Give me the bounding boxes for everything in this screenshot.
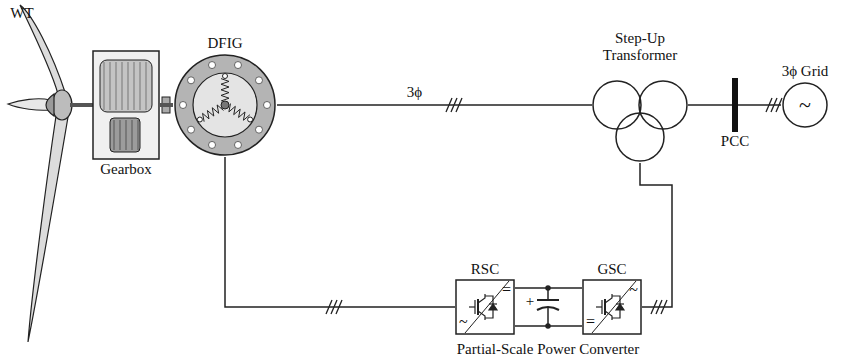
- grid-line: [688, 104, 732, 106]
- bus-bar: PCC: [721, 78, 749, 151]
- bus-bar-outline: [732, 78, 738, 132]
- converter-box-outline: ~=: [582, 279, 642, 335]
- grid-source-outline: ~: [781, 81, 829, 129]
- generator-symbol-outline: [173, 53, 277, 157]
- rotor-shaft: [70, 103, 93, 107]
- node-label: GSC: [597, 260, 626, 279]
- node-label: 3ϕ Grid: [782, 62, 829, 81]
- generator-symbol: DFIG: [173, 34, 277, 157]
- node-label: Gearbox: [100, 160, 152, 179]
- converter-box-outline: =~: [455, 279, 515, 335]
- group-caption: Partial-Scale Power Converter: [457, 341, 639, 358]
- polarity-mark: +: [526, 293, 534, 310]
- converter-symbol: ~: [629, 282, 638, 298]
- rotor-line: [225, 157, 455, 307]
- transformer-symbol: Step-Up Transformer: [592, 29, 688, 164]
- dc-link: [515, 287, 582, 289]
- edge-label: 3ϕ: [407, 84, 422, 101]
- wind-turbine: [8, 5, 72, 342]
- node-label: Step-Up Transformer: [594, 29, 686, 66]
- node-label: PCC: [721, 132, 749, 151]
- converter-line: [640, 163, 672, 307]
- bus-bar-drawing: [732, 78, 738, 132]
- node-label: RSC: [471, 260, 499, 279]
- gearbox-drawing: [92, 50, 160, 160]
- stator-line: [277, 104, 592, 106]
- converter-symbol: =: [586, 314, 595, 330]
- converter-symbol: ~: [459, 314, 468, 330]
- three-phase-marks: [326, 98, 782, 314]
- gearbox: Gearbox: [92, 50, 160, 179]
- grid-line: [738, 104, 781, 106]
- transformer-symbol-drawing: [592, 65, 688, 163]
- generator-symbol-drawing: [173, 53, 277, 157]
- grid-source: 3ϕ Grid ~: [781, 62, 829, 129]
- gearbox-outline: [92, 50, 160, 160]
- converter-symbol: ~: [799, 94, 811, 116]
- converter-symbol: =: [502, 282, 511, 298]
- converter-box: GSC~=: [582, 260, 642, 335]
- converter-box: RSC=~: [455, 260, 515, 335]
- dc-link-capacitor: [515, 286, 582, 328]
- node-label: DFIG: [207, 34, 242, 53]
- device-label: WT: [10, 5, 33, 22]
- transformer-symbol-outline: [592, 65, 688, 163]
- mechanical-shaft: [160, 103, 173, 107]
